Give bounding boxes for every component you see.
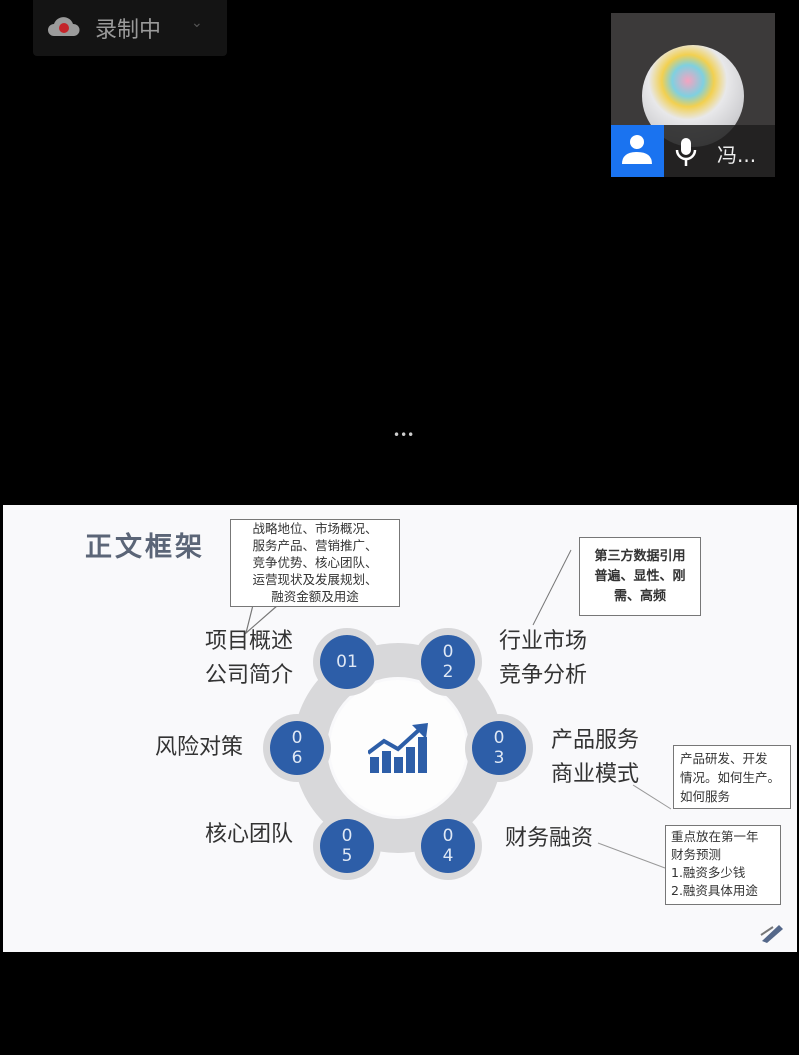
item-label-overview: 项目概述公司简介 [205, 625, 293, 693]
callout-line: 竞争优势、核心团队、 [252, 555, 378, 570]
callout-line: 需、高频 [613, 589, 666, 604]
label-line: 竞争分析 [499, 663, 588, 688]
callout-line: 财务预测 [671, 847, 722, 862]
step-circle-05: 0 5 [320, 819, 374, 873]
label-line: 项目概述 [205, 629, 294, 654]
product-callout: 产品研发、开发 情况。如何生产。 如何服务 [673, 745, 791, 809]
callout-line: 战略地位、市场概况、 [252, 521, 378, 536]
label-line: 产品服务 [551, 728, 640, 753]
item-label-risk: 风险对策 [155, 731, 243, 765]
item-label-team: 核心团队 [205, 818, 293, 852]
market-callout: 第三方数据引用 普遍、显性、刚 需、高频 [579, 537, 701, 616]
callout-line: 如何服务 [680, 789, 731, 804]
shared-slide: 正文框架 战略地位、市场概况、 服务产品、营销推广、 竞争优势、核心团队、 运营… [3, 505, 797, 952]
user-icon[interactable] [611, 125, 664, 177]
more-options-icon[interactable]: ••• [393, 428, 415, 442]
callout-line: 普遍、显性、刚 [594, 569, 686, 584]
callout-line: 重点放在第一年 [671, 829, 759, 844]
step-circle-03: 0 3 [472, 721, 526, 775]
label-line: 公司简介 [205, 663, 294, 688]
step-circle-06: 0 6 [270, 721, 324, 775]
chevron-down-icon[interactable]: ⌄ [191, 15, 203, 31]
label-line: 核心团队 [205, 822, 294, 847]
callout-line: 情况。如何生产。 [680, 770, 781, 785]
item-label-finance: 财务融资 [505, 822, 593, 856]
callout-line: 2.融资具体用途 [671, 883, 758, 898]
label-line: 商业模式 [551, 762, 640, 787]
callout-line: 融资金额及用途 [271, 589, 359, 604]
callout-line: 服务产品、营销推广、 [252, 538, 378, 553]
participant-name: 冯... [717, 143, 757, 167]
pen-annotation-icon[interactable] [759, 921, 785, 943]
label-line: 行业市场 [499, 629, 588, 654]
item-label-market: 行业市场竞争分析 [499, 625, 587, 693]
microphone-icon[interactable] [673, 137, 699, 167]
overview-callout: 战略地位、市场概况、 服务产品、营销推广、 竞争优势、核心团队、 运营现状及发展… [230, 519, 400, 607]
item-label-product: 产品服务商业模式 [551, 724, 639, 792]
callout-line: 运营现状及发展规划、 [252, 572, 378, 587]
label-line: 风险对策 [155, 735, 244, 760]
callout-line: 第三方数据引用 [594, 549, 686, 564]
finance-callout: 重点放在第一年 财务预测 1.融资多少钱 2.融资具体用途 [665, 825, 781, 905]
callout-line: 1.融资多少钱 [671, 865, 746, 880]
label-line: 财务融资 [505, 826, 594, 851]
cloud-record-icon [48, 17, 80, 36]
step-circle-02: 0 2 [421, 635, 475, 689]
callout-line: 产品研发、开发 [680, 751, 768, 766]
step-circle-04: 0 4 [421, 819, 475, 873]
step-circle-01: 01 [320, 635, 374, 689]
growth-chart-icon [368, 723, 428, 773]
slide-title: 正文框架 [85, 532, 205, 563]
recording-indicator[interactable]: 录制中 ⌄ [33, 0, 227, 56]
recording-label: 录制中 [95, 18, 162, 43]
participant-video-tile[interactable]: 冯... [611, 13, 775, 177]
